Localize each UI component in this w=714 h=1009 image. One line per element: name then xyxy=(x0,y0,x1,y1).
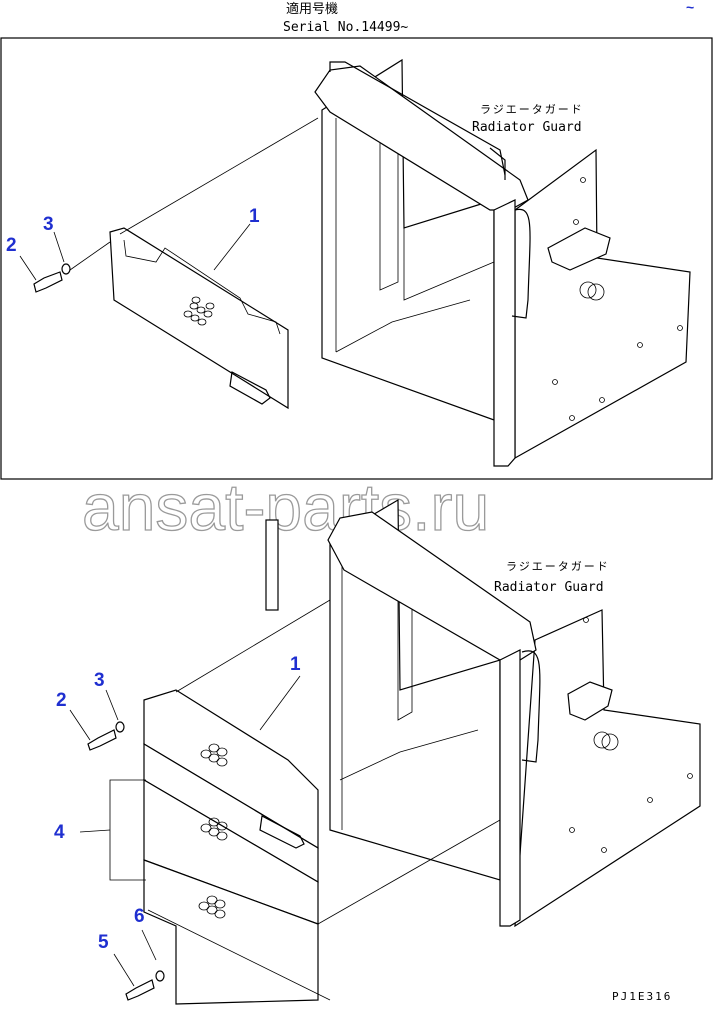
callout-4-bracket xyxy=(109,779,146,881)
top-cover-panel xyxy=(109,227,289,410)
top-washer xyxy=(61,263,71,275)
watermark: ansat-parts.ru xyxy=(82,470,489,544)
bottom-guard-label-en: Radiator Guard xyxy=(494,580,604,595)
corner-mark: ~ xyxy=(686,0,694,15)
drawing-code: PJ1E316 xyxy=(612,990,672,1003)
callout-bottom-3: 3 xyxy=(94,670,105,691)
top-radiator-guard xyxy=(314,58,691,467)
callout-bottom-4: 4 xyxy=(54,822,65,843)
applicable-machine-label: 適用号機 xyxy=(286,1,338,17)
bottom-washer-upper xyxy=(115,721,125,733)
top-vent-holes xyxy=(183,296,215,326)
bottom-bolt-lower xyxy=(125,979,155,1001)
serial-number-label: Serial No.14499~ xyxy=(283,20,408,35)
bottom-guard-label-jp: ラジエータガード xyxy=(506,560,610,573)
callout-bottom-6: 6 xyxy=(134,906,145,927)
top-guard-label-en: Radiator Guard xyxy=(472,120,582,135)
bottom-cover-panel-middle xyxy=(143,742,319,925)
top-view-frame xyxy=(0,37,713,480)
callout-top-2: 2 xyxy=(6,235,17,256)
bottom-radiator-guard xyxy=(265,498,701,928)
callout-top-3: 3 xyxy=(43,214,54,235)
bottom-washer-lower xyxy=(155,970,165,982)
callout-bottom-1: 1 xyxy=(290,654,301,675)
callout-top-1: 1 xyxy=(249,206,260,227)
callout-bottom-5: 5 xyxy=(98,932,109,953)
callout-bottom-2: 2 xyxy=(56,690,67,711)
top-guard-label-jp: ラジエータガード xyxy=(480,103,584,116)
bottom-bolt-upper xyxy=(87,729,117,751)
top-bolt xyxy=(33,271,63,293)
